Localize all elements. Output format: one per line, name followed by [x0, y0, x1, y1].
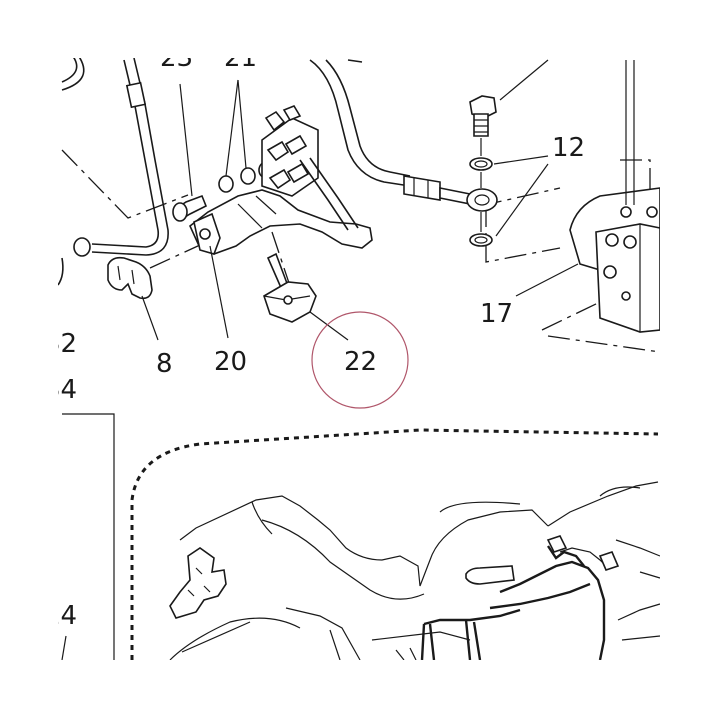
- part-17-abs-unit: [569, 60, 661, 333]
- part-20-bracket: [189, 189, 373, 255]
- partial-round-part: [61, 54, 85, 91]
- label-12: 12: [552, 133, 585, 163]
- part-23-bolt: [172, 194, 208, 222]
- part-12-banjo-assembly: [466, 95, 498, 247]
- motorcycle-sketch: [169, 481, 661, 661]
- highlight-circle-22: [311, 311, 409, 409]
- page-border: [62, 413, 115, 660]
- label-20: 20: [214, 347, 247, 377]
- motorcycle-view-outline: [130, 428, 659, 660]
- label-22: 22: [344, 347, 377, 377]
- label-8: 8: [156, 349, 173, 379]
- label-17: 17: [480, 299, 513, 329]
- part-22-knob: [263, 252, 317, 323]
- hose-clamp-block: [261, 105, 359, 231]
- part-8-clip: [107, 256, 153, 300]
- main-brake-hose: [309, 59, 471, 205]
- leader-lines: [61, 59, 579, 661]
- left-brake-pipe: [57, 57, 169, 286]
